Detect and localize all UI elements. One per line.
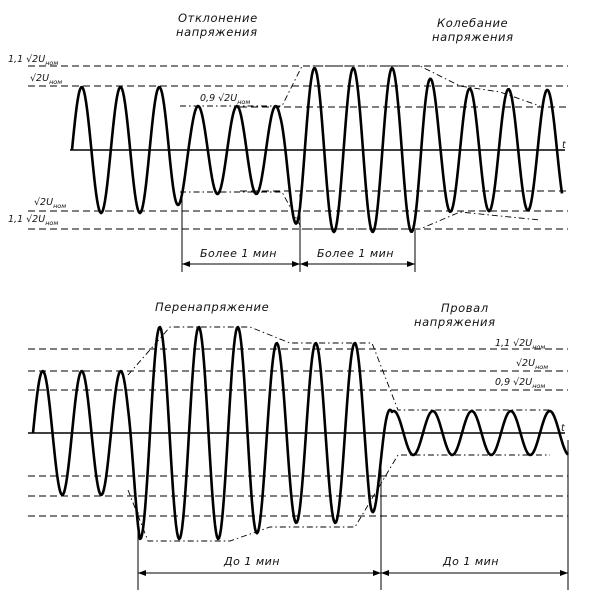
top-title-right-line1: Колебание	[437, 16, 508, 30]
bottom-dim-arrow-4	[560, 570, 568, 576]
bottom-voltage-waveform	[31, 325, 569, 541]
top-axis-t-label: t	[562, 140, 567, 151]
top-label-nom-lower: √2Uном	[34, 197, 66, 210]
top-title-left-line1: Отклонение	[178, 11, 258, 25]
bottom-title-left: Перенапряжение	[155, 300, 269, 314]
bottom-dim-arrow-3	[381, 570, 389, 576]
bottom-dim-arrow-1	[138, 570, 146, 576]
bottom-duration-label-1: До 1 мин	[223, 555, 280, 568]
top-label-0.9: 0,9 √2Uном	[200, 93, 250, 106]
bottom-duration-label-2: До 1 мин	[442, 555, 499, 568]
top-upper-envelope	[180, 65, 541, 107]
bottom-lower-envelope	[127, 454, 550, 542]
bottom-title-right-line2: напряжения	[414, 315, 496, 329]
bottom-axis-t-label: t	[561, 423, 566, 434]
bottom-title-right-line1: Провал	[441, 301, 489, 315]
top-dim-arrow-1	[182, 261, 190, 267]
top-label-1.1-upper: 1,1 √2Uном	[8, 54, 58, 67]
top-diagram: Отклонение напряжения Колебание напряжен…	[8, 11, 568, 272]
bottom-label-nom: √2Uном	[516, 358, 548, 371]
top-dim-arrow-4	[407, 261, 415, 267]
top-label-nom-upper: √2Uном	[30, 73, 62, 86]
top-dim-arrow-3	[300, 261, 308, 267]
top-title-left-line2: напряжения	[176, 25, 258, 39]
top-duration-label-2: Более 1 мин	[317, 247, 394, 260]
bottom-label-0.9: 0,9 √2Uном	[495, 377, 545, 390]
top-title-right-line2: напряжения	[432, 30, 514, 44]
bottom-dim-arrow-2	[373, 570, 381, 576]
top-duration-label-1: Более 1 мин	[200, 247, 277, 260]
top-dim-arrow-2	[292, 261, 300, 267]
top-label-1.1-lower: 1,1 √2Uном	[8, 214, 58, 227]
bottom-diagram: Перенапряжение Провал напряжения 1,1 √2U…	[28, 300, 569, 590]
top-voltage-waveform	[70, 66, 564, 234]
bottom-label-1.1: 1,1 √2Uном	[495, 338, 545, 351]
bottom-upper-envelope	[127, 326, 550, 411]
top-lower-envelope	[180, 191, 541, 230]
